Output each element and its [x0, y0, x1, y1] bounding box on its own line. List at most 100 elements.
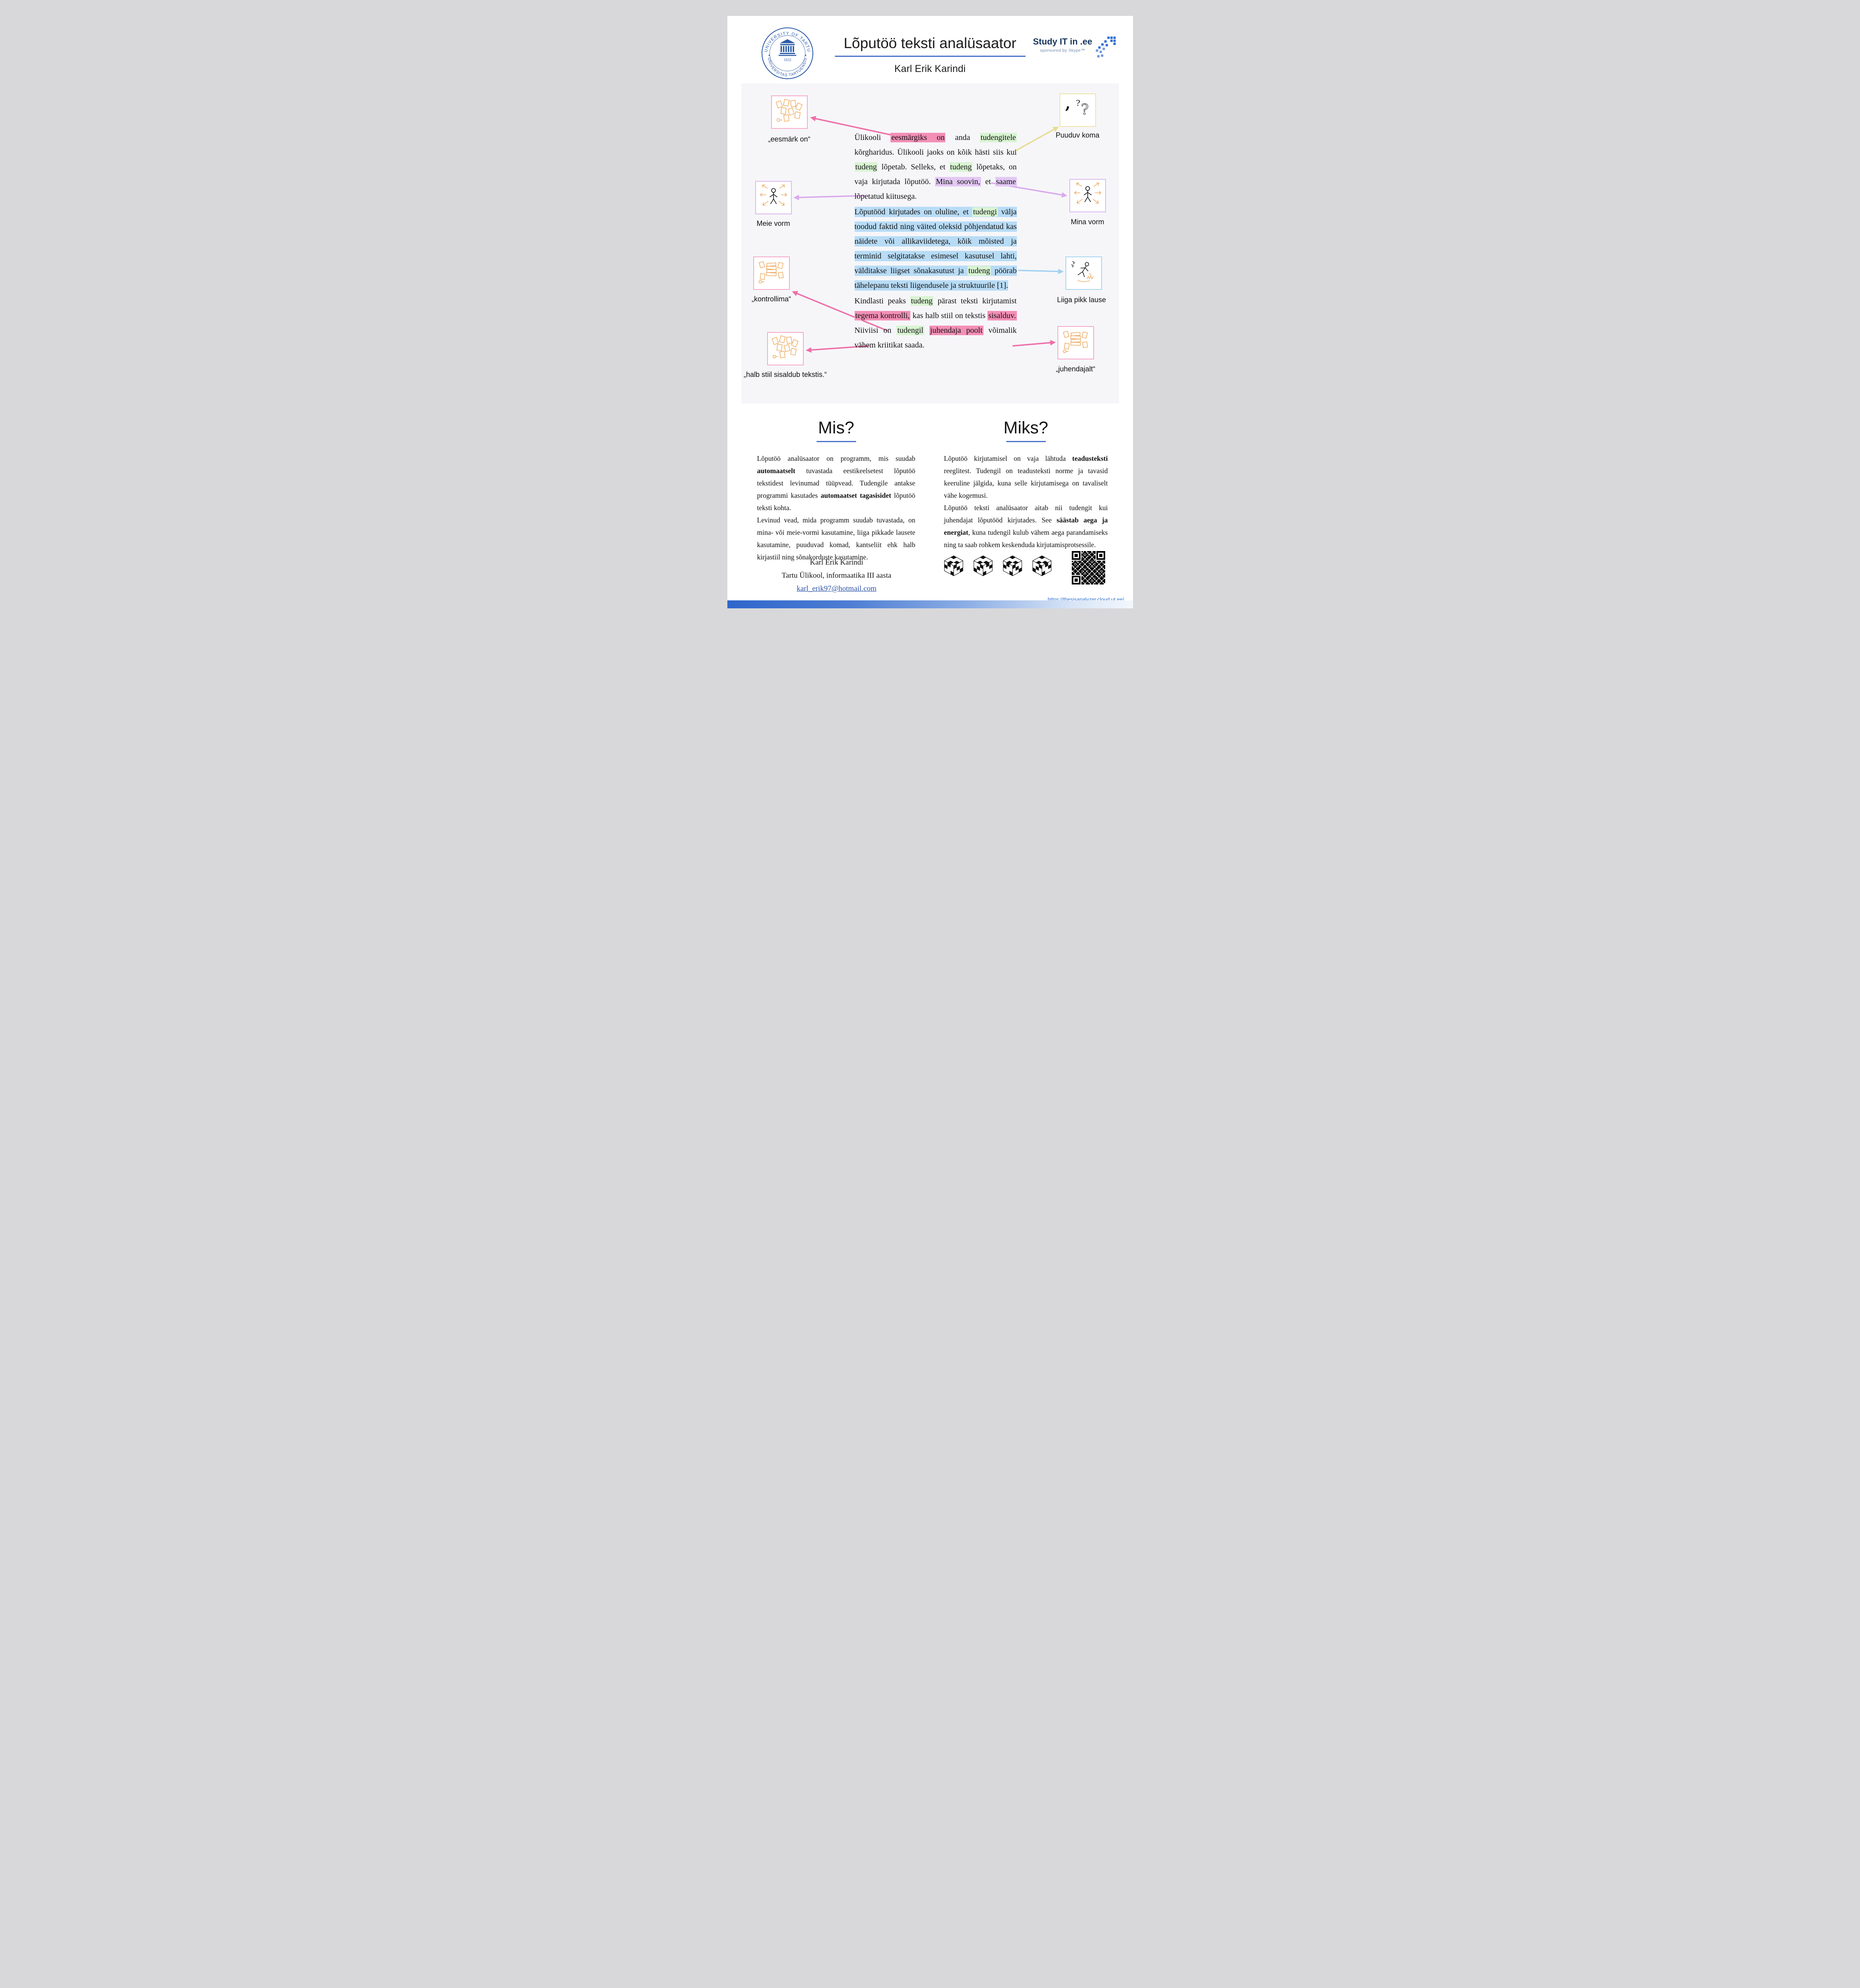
- text-run: kõrgharidus. Ülikooli jaoks on kõik häst…: [854, 148, 1017, 157]
- stick-figure-arrows-icon: [760, 184, 787, 206]
- icon-box-liiga-pikk-lause: [1065, 256, 1102, 290]
- highlight-mina-soovin: Mina soovin,: [935, 177, 981, 186]
- text-run: lõputöö teksti kohta.: [757, 491, 915, 512]
- label-meie-vorm: Meie vorm: [756, 219, 790, 227]
- text-run: anda: [945, 133, 980, 142]
- label-juhendajalt: „juhendajalt“: [1055, 365, 1096, 373]
- title-underline: [834, 56, 1026, 57]
- mosaic-cube-icon: [1032, 555, 1051, 576]
- mosaic-cube-icon: [944, 555, 963, 576]
- text-run: võimalik vähem kriitikat saada.: [854, 326, 1017, 349]
- text-run: Lõputööd kirjutades on oluline, et: [854, 208, 972, 216]
- paper-stack-icon: [1063, 331, 1088, 353]
- bottom-gradient-bar: [727, 600, 1133, 608]
- highlight-saame: saame: [995, 177, 1017, 186]
- highlight-block-blue: Lõputööd kirjutades on oluline, et tuden…: [854, 207, 1017, 291]
- miks-paragraph-2: Lõputöö teksti analüsaator aitab nii tud…: [944, 502, 1108, 551]
- bold-automaatset-tagasisidet: automaatset tagasisidet: [820, 491, 891, 499]
- highlight-tudeng: tudeng: [910, 296, 933, 306]
- university-of-tartu-logo: UNIVERSITY OF TARTU UNIVERSITAS TARTUENS…: [761, 27, 813, 79]
- label-mina-vorm: Mina vorm: [1071, 218, 1104, 226]
- analysis-diagram-panel: „eesmärk on“ Puuduv koma Meie vorm Mina …: [741, 83, 1119, 404]
- scattered-papers-icon: [775, 99, 803, 122]
- text-run: välja toodud faktid ning väited oleksid …: [854, 208, 1017, 275]
- contact-affiliation: Tartu Ülikool, informaatika III aasta: [781, 571, 892, 580]
- bold-teadusteksti: teadusteksti: [1072, 454, 1108, 462]
- section-miks: Miks? Lõputöö kirjutamisel on vaja lähtu…: [944, 418, 1108, 551]
- label-kontrollima: „kontrollima“: [751, 295, 791, 303]
- highlight-tudengi: tudengi: [972, 207, 998, 217]
- scattered-papers-icon: [772, 335, 799, 359]
- icon-box-juhendajalt: [1057, 326, 1094, 359]
- highlight-sisalduv: sisalduv.: [987, 311, 1017, 320]
- text-run: Lõputöö teksti analüsaator aitab nii tud…: [944, 504, 1108, 524]
- icon-box-kontrollima: [753, 256, 790, 290]
- arrow-liiga-pikk-lause: [1018, 268, 1064, 274]
- miks-paragraph-1: Lõputöö kirjutamisel on vaja lähtuda tea…: [944, 452, 1108, 502]
- miks-heading: Miks?: [1003, 418, 1048, 437]
- contact-block: Karl Erik Karindi Tartu Ülikool, informa…: [757, 556, 916, 595]
- poster-page: UNIVERSITY OF TARTU UNIVERSITAS TARTUENS…: [711, 0, 1149, 619]
- stick-figure-arrows-icon: [1074, 182, 1101, 204]
- highlight-tudeng: tudeng: [949, 162, 973, 172]
- text-run: lõpetab. Selleks, et: [877, 163, 949, 171]
- text-run: Lõputöö kirjutamisel on vaja lähtuda: [944, 454, 1073, 462]
- paragraph-check: Kindlasti peaks tudeng pärast teksti kir…: [854, 294, 1017, 353]
- qr-code: [1068, 548, 1108, 588]
- bold-saastab-aega: säästab aega ja energiat: [944, 516, 1108, 536]
- mis-heading: Mis?: [818, 418, 854, 437]
- mis-paragraph-1: Lõputöö analüsaator on programm, mis suu…: [757, 452, 915, 514]
- bold-automaatselt: automaatselt: [757, 467, 795, 475]
- qr-finder-icon: [1071, 576, 1081, 584]
- mosaic-cube-icon: [1003, 555, 1022, 576]
- comma-question-icon: [1065, 96, 1089, 118]
- text-run: lõpetaks, on vaja kirjutada lõputöö.: [854, 163, 1017, 186]
- label-liiga-pikk-lause: Liiga pikk lause: [1057, 296, 1106, 304]
- miks-heading-underline: [1006, 441, 1046, 442]
- label-puuduv-koma: Puuduv koma: [1055, 131, 1100, 139]
- mis-heading-underline: [816, 441, 856, 442]
- studyit-sponsor-text: sponsored by Skype™: [1040, 48, 1085, 53]
- highlight-eesmargiks-on: eesmärgiks on: [890, 133, 946, 142]
- arrow-juhendajalt: [1012, 340, 1056, 347]
- studyit-logo-text-block: Study IT in .ee sponsored by Skype™: [1033, 37, 1092, 53]
- highlight-tudeng: tudeng: [854, 162, 878, 172]
- paper-stack-icon: [758, 261, 784, 283]
- icon-box-halb-stiil: [767, 332, 804, 365]
- section-mis: Mis? Lõputöö analüsaator on programm, mi…: [757, 418, 915, 563]
- label-halb-stiil: „halb stiil sisaldub tekstis.“: [743, 371, 827, 379]
- seal-year: 1632: [783, 58, 791, 62]
- text-run: tuvastada eestikeelsetest lõputöö teksti…: [757, 467, 915, 499]
- studyit-logo: Study IT in .ee sponsored by Skype™: [1033, 37, 1116, 63]
- mosaic-cube-icon: [973, 555, 993, 576]
- text-run: pöörab tähelepanu teksti liigendusele ja…: [854, 266, 1017, 290]
- text-run: lõpetatud kiitusega.: [854, 192, 917, 201]
- running-figure-icon: [1071, 261, 1094, 282]
- contact-name: Karl Erik Karindi: [810, 558, 863, 567]
- highlight-tegema-kontrolli: tegema kontrolli,: [854, 311, 911, 320]
- text-run: pärast teksti kirjutamist: [933, 297, 1017, 305]
- text-run: Niiviisi on: [854, 326, 897, 335]
- poster: UNIVERSITY OF TARTU UNIVERSITAS TARTUENS…: [727, 16, 1133, 608]
- text-run: kas halb stiil on tekstis: [910, 311, 988, 320]
- icon-box-puuduv-koma: [1059, 93, 1096, 127]
- text-run: , kuna tudengil kulub vähem aega paranda…: [944, 528, 1108, 549]
- highlight-tudengitele: tudengitele: [980, 133, 1017, 142]
- studyit-logo-text: Study IT in .ee: [1033, 37, 1092, 47]
- sample-text: Ülikooli eesmärgiks on anda tudengitele …: [854, 130, 1017, 353]
- text-run: Lõputöö analüsaator on programm, mis suu…: [757, 454, 915, 462]
- icon-box-meie-vorm: [755, 181, 792, 214]
- seal-building-icon: [768, 39, 806, 56]
- email-link[interactable]: karl_erik97@hotmail.com: [797, 584, 877, 593]
- icon-box-eesmark: [771, 95, 808, 129]
- text-run: Ülikooli: [854, 133, 891, 142]
- studyit-pixel-arrow-icon: [1096, 37, 1116, 58]
- text-run: et: [981, 177, 995, 186]
- text-run: Levinud vead, mida programm suudab tuvas…: [757, 516, 915, 561]
- text-run: reeglitest. Tudengil on teadusteksti nor…: [944, 467, 1108, 499]
- highlight-tudeng: tudeng: [968, 266, 991, 276]
- paragraph-guidelines: Lõputööd kirjutades on oluline, et tuden…: [854, 205, 1017, 293]
- cube-logos: [941, 553, 1054, 578]
- highlight-tudengil: tudengil: [896, 326, 924, 335]
- label-eesmark: „eesmärk on“: [768, 135, 810, 143]
